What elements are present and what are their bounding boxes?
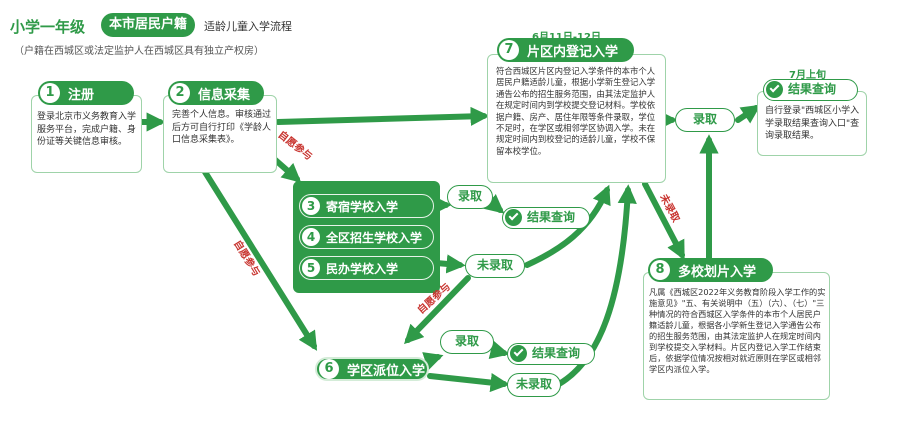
result-top-card: [757, 91, 867, 156]
not-admitted-pill-mid: 未录取: [465, 254, 525, 278]
check-icon: [766, 81, 783, 98]
result-top-title: 结果查询: [788, 82, 837, 96]
admitted-pill-top: 录取: [675, 108, 735, 132]
option-private-school: 5 民办学校入学: [299, 256, 434, 280]
step-8-number: 8: [650, 260, 670, 280]
step-1-title: 注册: [68, 87, 95, 103]
result-bottom-label: 结果查询: [532, 346, 581, 360]
step-2-body: 完善个人信息。审核通过后方可自行打印《学龄人口信息采集表》。: [172, 110, 272, 145]
step-6-header: 6 学区派位入学: [315, 357, 429, 381]
page-title: 小学一年级: [10, 18, 86, 36]
step-8-card: [643, 272, 830, 400]
admitted-pill-bottom: 录取: [440, 330, 494, 354]
arrow-admit-bottom-to-result: [488, 340, 510, 360]
step-2-number: 2: [170, 83, 190, 103]
arrow-admit-to-result-mid: [483, 194, 505, 214]
eligibility-note: （户籍在西城区或法定监护人在西城区具有独立产权房）: [14, 46, 264, 57]
step-2-title: 信息采集: [198, 87, 251, 103]
step-6-title: 学区派位入学: [347, 363, 426, 379]
result-top-body: 自行登录"西城区小学入学录取结果查询入口"查询录取结果。: [765, 106, 860, 141]
result-bottom: 结果查询: [507, 343, 595, 365]
check-icon: [505, 209, 522, 226]
step-1-number: 1: [40, 83, 60, 103]
step-7-date: 6月11日-12日: [532, 28, 601, 43]
check-icon: [510, 345, 527, 362]
step-6-number: 6: [319, 359, 339, 379]
step-7-title: 片区内登记入学: [527, 44, 619, 60]
arrow-6-to-admit: [422, 352, 444, 371]
option-4-number: 4: [302, 228, 320, 246]
arrow-2-to-7: [275, 106, 490, 126]
result-top-date: 7月上旬: [789, 70, 826, 81]
option-5-number: 5: [302, 259, 320, 277]
arrow-5-to-notadmit: [433, 254, 466, 274]
result-top-header: 结果查询: [763, 79, 858, 101]
option-boarding-school: 3 寄宿学校入学: [299, 194, 434, 218]
arrow-notadmit-to-7: [524, 184, 611, 268]
option-5-label: 民办学校入学: [326, 261, 399, 276]
step-8-title: 多校划片入学: [678, 264, 757, 280]
residency-badge: 本市居民户籍: [101, 13, 195, 37]
step-7-body: 符合西城区片区内登记入学条件的本市个人居民户籍适龄儿童，根据小学新生登记入学通告…: [496, 66, 656, 156]
arrow-7-to-8: [642, 181, 685, 261]
step-1-body: 登录北京市义务教育入学服务平台，完成户籍、身份证等关键信息审核。: [37, 112, 137, 147]
admitted-pill-mid: 录取: [447, 185, 493, 209]
step-7-card: [487, 54, 666, 183]
arrow-6-to-notadmit: [427, 373, 510, 393]
option-3-number: 3: [302, 197, 320, 215]
not-admitted-pill-bottom: 未录取: [507, 373, 561, 397]
option-district-wide-school: 4 全区招生学校入学: [299, 225, 434, 249]
step-2-header: 2 信息采集: [168, 81, 264, 105]
step-7-number: 7: [499, 40, 519, 60]
step-8-header: 8 多校划片入学: [648, 258, 773, 282]
arrow-admit-to-result: [735, 104, 761, 124]
arrow-notadmit-bottom-to-7: [556, 184, 637, 387]
option-3-label: 寄宿学校入学: [326, 199, 399, 214]
result-mid: 结果查询: [502, 207, 590, 229]
step-1-header: 1 注册: [38, 81, 134, 105]
result-mid-label: 结果查询: [527, 210, 576, 224]
option-4-label: 全区招生学校入学: [326, 230, 423, 245]
page-subtitle: 适龄儿童入学流程: [204, 20, 292, 33]
step-8-body: 凡属《西城区2022年义务教育阶段入学工作的实施意见》"五、有关说明中（五）（六…: [649, 287, 826, 374]
arrow-2-to-6: [202, 169, 318, 351]
step-7-header: 7 片区内登记入学: [497, 38, 634, 62]
arrow-notadmit-to-6: [403, 275, 471, 345]
